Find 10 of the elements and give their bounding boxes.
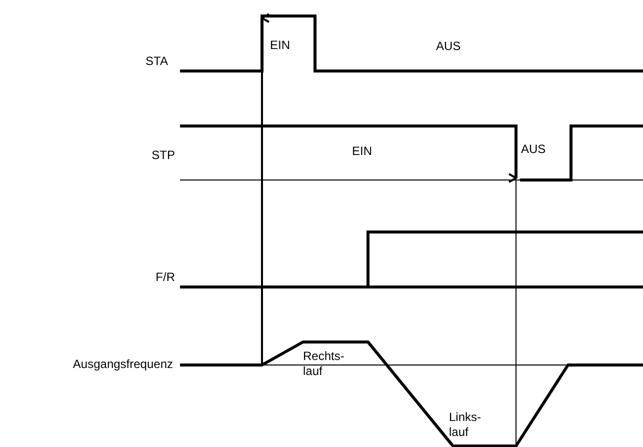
signal-name: F/R: [156, 270, 175, 284]
signal-name: STA: [146, 54, 168, 68]
state-label: Rechts- lauf: [303, 349, 344, 378]
state-label: AUS: [521, 142, 546, 156]
state-label: EIN: [270, 38, 290, 52]
state-label: Links- lauf: [449, 410, 482, 439]
state-label: AUS: [436, 39, 461, 53]
state-label: EIN: [352, 144, 372, 158]
signal-name: STP: [152, 148, 175, 162]
signal-name: Ausgangsfrequenz: [72, 357, 173, 371]
